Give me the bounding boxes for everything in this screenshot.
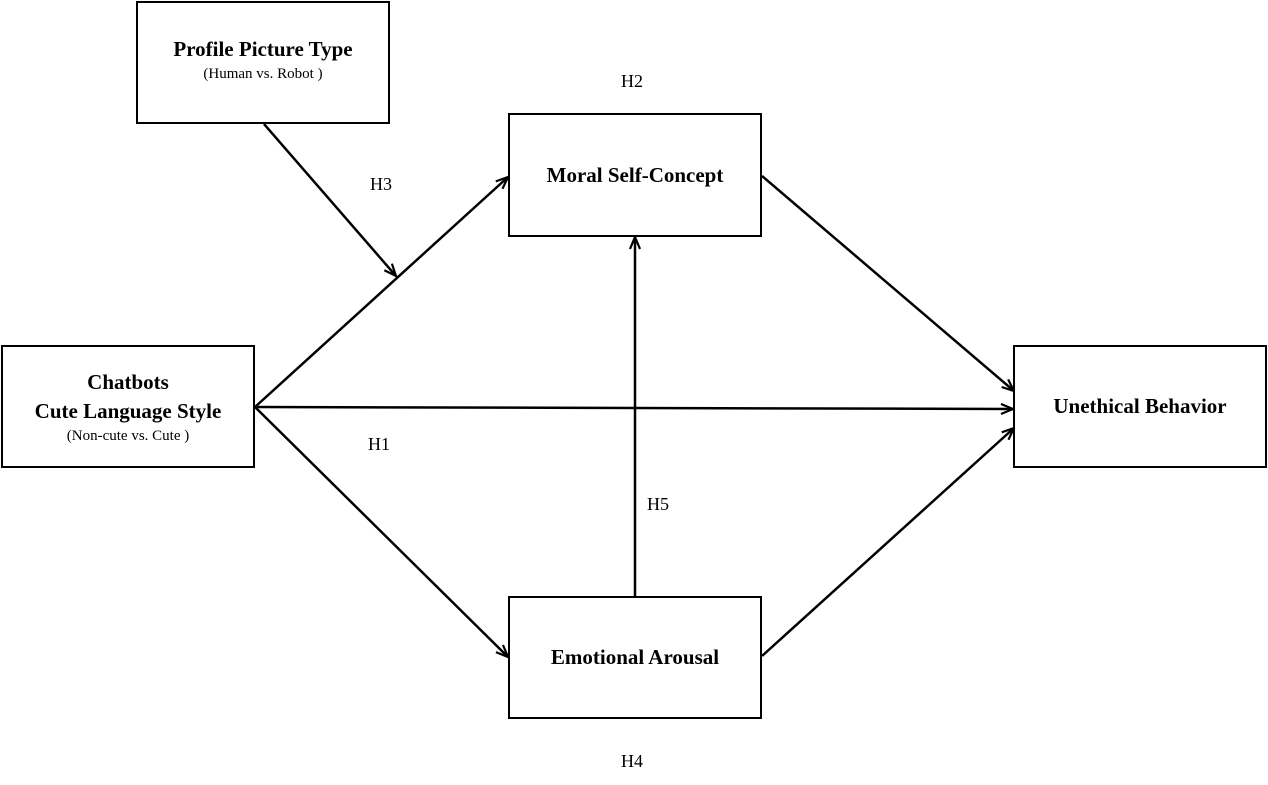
arrow-chatbots-to-emotional [254, 406, 508, 657]
node-chatbots-cute-language-style: Chatbots Cute Language Style (Non-cute v… [1, 345, 255, 468]
node-title: Emotional Arousal [550, 645, 720, 669]
node-title: Profile Picture Type [173, 37, 353, 61]
hypothesis-label-h4: H4 [621, 751, 643, 771]
node-unethical-behavior: Unethical Behavior [1013, 345, 1267, 468]
node-title: Unethical Behavior [1053, 394, 1227, 418]
hypothesis-label-h5: H5 [647, 494, 669, 514]
arrow-emotional-to-unethical [761, 428, 1014, 657]
node-profile-picture-type: Profile Picture Type (Human vs. Robot ) [136, 1, 390, 124]
node-subtitle: (Non-cute vs. Cute ) [66, 427, 190, 444]
arrow-moral-to-unethical [761, 175, 1014, 391]
node-title-line2: Cute Language Style [34, 398, 222, 423]
node-title-line1: Chatbots [87, 369, 169, 394]
node-emotional-arousal: Emotional Arousal [508, 596, 762, 719]
node-title: Moral Self-Concept [546, 162, 724, 187]
hypothesis-label-h2: H2 [621, 71, 643, 91]
arrow-profile-moderation [263, 123, 396, 276]
arrow-chatbots-to-moral [254, 177, 508, 408]
node-moral-self-concept: Moral Self-Concept [508, 113, 762, 237]
hypothesis-label-h3: H3 [370, 174, 392, 194]
node-subtitle: (Human vs. Robot ) [203, 66, 323, 82]
hypothesis-label-h1: H1 [368, 434, 390, 454]
